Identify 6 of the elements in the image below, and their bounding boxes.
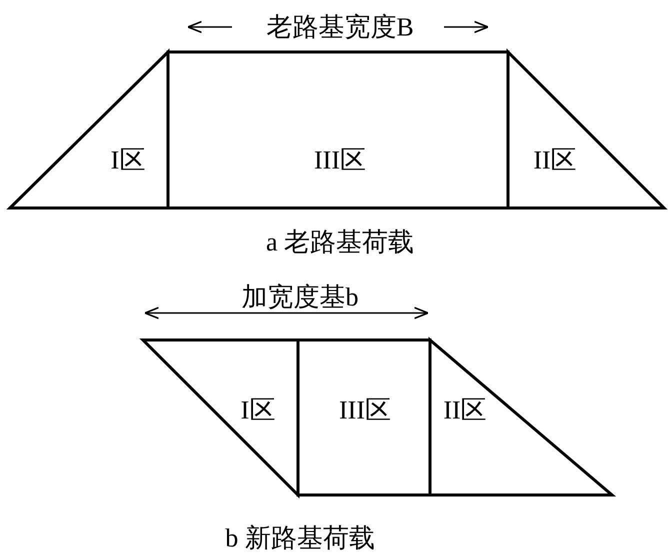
dimension-label: 加宽度基b (240, 282, 360, 314)
region-label: III区 (314, 144, 366, 176)
region-label: III区 (339, 394, 391, 426)
caption: a 老路基荷载 (264, 226, 416, 258)
rectangle-region (298, 340, 430, 495)
caption: b 新路基荷载 (224, 522, 376, 554)
